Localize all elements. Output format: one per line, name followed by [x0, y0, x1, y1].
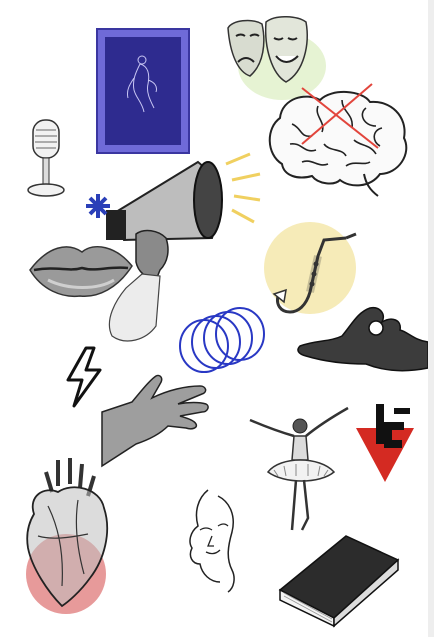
scrollbar-track[interactable]	[428, 0, 434, 637]
framed-figure-icon	[96, 28, 190, 154]
book-icon	[278, 535, 400, 628]
lips-icon	[29, 246, 133, 298]
open-hand-icon	[101, 374, 209, 468]
brain-icon	[268, 83, 408, 197]
megaphone-icon	[86, 152, 261, 342]
triangle-logo-icon	[356, 404, 414, 482]
heart-icon	[26, 458, 108, 614]
lightning-icon	[66, 346, 102, 408]
theatre-masks-icon	[227, 16, 326, 100]
ok-hand-icon	[297, 306, 429, 372]
saxophone-icon	[264, 222, 357, 314]
microphone-icon	[27, 119, 65, 197]
line-faces-icon	[189, 489, 235, 593]
ballerina-icon	[249, 406, 349, 531]
rings-icon	[179, 307, 265, 373]
